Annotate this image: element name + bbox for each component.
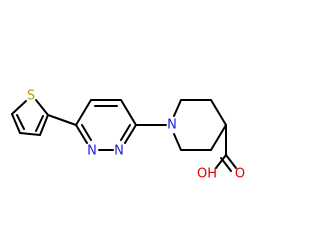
bond-n-c2 <box>173 99 182 117</box>
label-pyridazine-n1: N <box>87 144 97 159</box>
atom-pyridazine-n2: N <box>114 144 124 159</box>
bond-c4-c5 <box>11 113 21 134</box>
bond-c4-c5-pip <box>210 124 227 151</box>
bond-thiophene-pyridazine <box>47 114 77 126</box>
piperidine-ring <box>173 99 227 151</box>
bond-carboxyl-c-oh <box>215 154 227 169</box>
thiophene-ring <box>11 99 49 136</box>
label-pyridazine-n2: N <box>114 144 124 159</box>
bond-n1-c6-inner <box>81 124 92 141</box>
bond-c4-c5-inner <box>16 114 25 130</box>
bond-c3-n2 <box>124 124 137 144</box>
atom-carbonyl-o: O <box>235 167 245 182</box>
atom-pyridazine-n1: N <box>87 144 97 159</box>
pyridazine-ring <box>75 99 137 151</box>
label-carbonyl-o: O <box>235 167 245 182</box>
bond-c6-c5 <box>75 99 92 126</box>
molecule-structure-diagram: S N N N O OH <box>11 89 245 182</box>
label-hydroxyl: OH <box>197 167 217 182</box>
bond-n1-c6 <box>75 124 88 144</box>
bond-c4-c3 <box>120 99 137 126</box>
atom-sulfur: S <box>27 89 35 104</box>
bond-c2-c3-inner <box>35 115 44 132</box>
bond-c3-c4-pip <box>210 99 227 126</box>
label-sulfur: S <box>27 89 35 104</box>
atom-piperidine-n: N <box>167 118 177 133</box>
label-piperidine-n: N <box>167 118 177 133</box>
molecule-drawing: S N N N O OH <box>11 89 245 182</box>
bond-c2-c3 <box>39 114 49 136</box>
atom-hydroxyl: OH <box>197 167 217 182</box>
bond-c3-n2-inner <box>120 124 131 141</box>
carboxylic-acid-group <box>215 124 237 172</box>
bond-c5-s <box>11 100 27 115</box>
bond-c3-c4 <box>19 132 41 136</box>
bond-c6-n <box>173 133 182 151</box>
bond-carboxyl-c-o-double-a <box>225 154 237 169</box>
bond-s-c2 <box>35 99 49 116</box>
